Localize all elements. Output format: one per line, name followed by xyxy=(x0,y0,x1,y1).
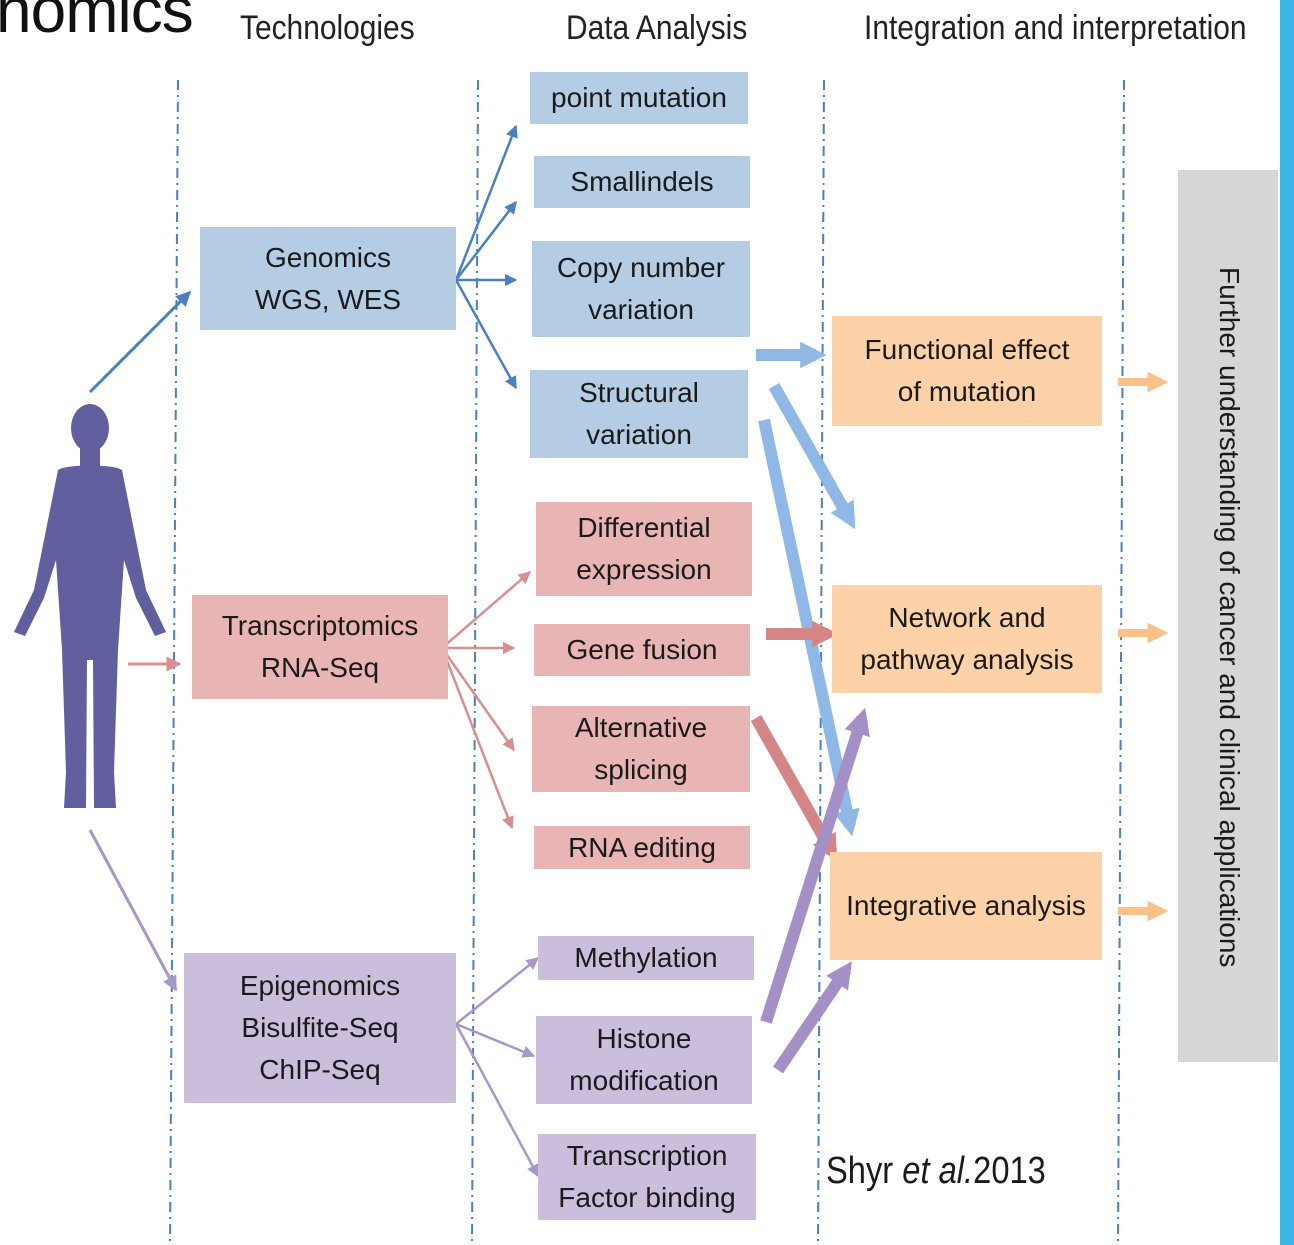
box-epigenomics-line-2: Bisulfite-Seq xyxy=(241,1012,399,1043)
box-integrative-analysis: Integrative analysis xyxy=(830,852,1102,960)
box-epigenomics: Epigenomics Bisulfite-Seq ChIP-Seq xyxy=(184,953,456,1103)
arrow-transcriptomics-differential xyxy=(441,571,531,649)
box-copy-number-variation: Copy number variation xyxy=(532,241,750,337)
box-integrative-line-1: Integrative analysis xyxy=(846,890,1086,921)
arrow-genomics-smallindels xyxy=(455,201,517,281)
box-methylation-line-1: Methylation xyxy=(574,942,718,973)
arrow-epigenomics-methylation xyxy=(455,957,539,1025)
box-rna-editing-line-1: RNA editing xyxy=(568,831,716,863)
box-splicing-line-2: splicing xyxy=(594,754,688,785)
column-header-integration: Integration and interpretation xyxy=(864,9,1247,47)
arrow-epigenomics-histone xyxy=(455,1022,536,1058)
box-histone-modification: Histone modification xyxy=(536,1016,752,1104)
outcome-label: Further understanding of cancer and clin… xyxy=(1179,172,1279,1062)
box-epigenomics-line-3: ChIP-Seq xyxy=(259,1054,381,1085)
box-cnv-line-1: Copy number xyxy=(556,252,726,283)
citation-year: 2013 xyxy=(973,1150,1046,1192)
page-title: nomics xyxy=(0,0,194,46)
box-methylation: Methylation xyxy=(538,936,754,980)
box-transcriptomics-line-1: Transcriptomics xyxy=(221,610,419,641)
thick-arrow-splicing-integrative xyxy=(750,715,838,862)
box-functional-line-1: Functional effect xyxy=(864,334,1070,365)
arrow-transcriptomics-editing xyxy=(440,647,514,830)
box-network-line-2: pathway analysis xyxy=(860,644,1074,675)
arrow-person-epigenomics xyxy=(88,829,178,992)
box-functional-line-2: of mutation xyxy=(897,376,1037,407)
box-structural-line-1: Structural xyxy=(579,377,699,408)
box-transcriptomics-line-2: RNA-Seq xyxy=(260,652,380,683)
accent-strip xyxy=(1280,0,1294,1245)
citation-etal: et al. xyxy=(902,1150,974,1192)
box-network-pathway-analysis: Network and pathway analysis xyxy=(832,585,1102,693)
box-differential-line-1: Differential xyxy=(577,512,711,543)
box-transcription-factor-binding: Transcription Factor binding xyxy=(538,1134,756,1220)
box-structural-line-2: variation xyxy=(586,419,692,450)
box-histone-line-2: modification xyxy=(569,1065,719,1096)
box-genomics: Genomics WGS, WES xyxy=(200,227,456,330)
box-network-line-1: Network and xyxy=(888,602,1046,633)
arrow-genomics-structural xyxy=(454,279,518,390)
box-point-mutation: point mutation xyxy=(530,72,748,124)
arrow-person-genomics xyxy=(88,290,192,394)
box-genomics-line-1: Genomics xyxy=(264,241,392,273)
box-outcome xyxy=(1178,170,1278,1062)
column-header-technologies: Technologies xyxy=(240,9,415,47)
box-smallindels-line-1: Smallindels xyxy=(570,166,714,197)
box-smallindels: Smallindels xyxy=(534,156,750,208)
box-gene-fusion: Gene fusion xyxy=(534,624,750,676)
box-tf-line-1: Transcription xyxy=(566,1140,728,1171)
box-differential-line-2: expression xyxy=(576,554,712,585)
box-structural-variation: Structural variation xyxy=(530,370,748,458)
box-differential-expression: Differential expression xyxy=(536,502,752,596)
citation: Shyr et al.2013 xyxy=(826,1150,1046,1193)
arrow-genomics-point-mutation xyxy=(454,124,518,281)
person-icon xyxy=(14,404,166,808)
box-transcriptomics: Transcriptomics RNA-Seq xyxy=(192,595,448,699)
box-functional-effect: Functional effect of mutation xyxy=(832,316,1102,426)
box-genomics-line-2: WGS, WES xyxy=(254,283,402,315)
thick-arrow-histone-integrative xyxy=(773,961,852,1074)
box-tf-line-2: Factor binding xyxy=(558,1182,736,1213)
outcome-text: Further understanding of cancer and clin… xyxy=(1214,266,1245,968)
column-header-data-analysis: Data Analysis xyxy=(566,9,748,47)
arrow-epigenomics-tf xyxy=(454,1023,540,1178)
box-gene-fusion-line-1: Gene fusion xyxy=(566,634,718,665)
box-histone-line-1: Histone xyxy=(596,1023,692,1054)
box-epigenomics-line-1: Epigenomics xyxy=(239,970,401,1001)
box-rna-editing: RNA editing xyxy=(534,826,750,869)
box-point-mutation-line-1: point mutation xyxy=(551,82,727,113)
box-cnv-line-2: variation xyxy=(588,294,694,325)
box-splicing-line-1: Alternative xyxy=(574,712,708,743)
box-alternative-splicing: Alternative splicing xyxy=(532,706,750,792)
arrow-transcriptomics-splicing xyxy=(440,647,516,752)
citation-author: Shyr xyxy=(826,1150,903,1192)
